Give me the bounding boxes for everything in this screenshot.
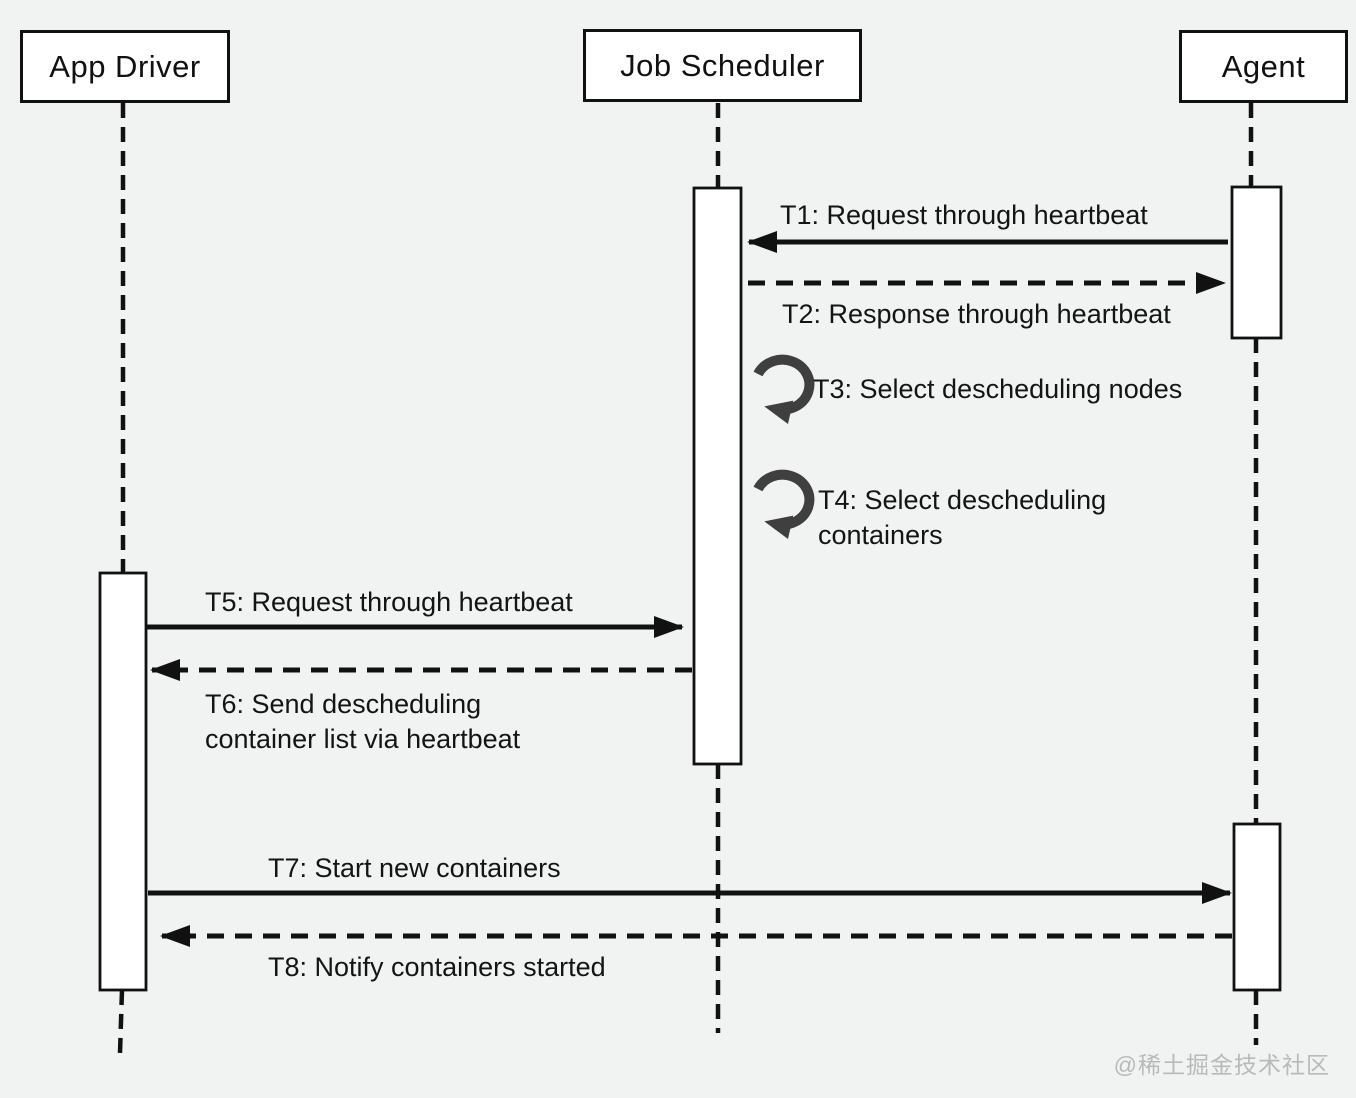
lifeline-app-driver-lower bbox=[117, 989, 125, 1054]
activation-job-scheduler bbox=[692, 186, 743, 766]
watermark-text: @稀土掘金技术社区 bbox=[1113, 1052, 1330, 1078]
message-label-t3: T3: Select descheduling nodes bbox=[813, 374, 1183, 404]
self-loop-icon-t3 bbox=[753, 354, 815, 424]
message-label-t4-line1: T4: Select descheduling bbox=[818, 485, 1107, 515]
actor-label-app-driver: App Driver bbox=[49, 48, 201, 84]
message-label-t6-line1: T6: Send descheduling bbox=[205, 689, 482, 719]
actor-label-job-scheduler: Job Scheduler bbox=[620, 47, 825, 83]
message-label-t8: T8: Notify containers started bbox=[268, 952, 606, 982]
actor-box-app-driver: App Driver bbox=[20, 30, 230, 103]
activation-agent-2 bbox=[1232, 822, 1282, 992]
actor-box-agent: Agent bbox=[1179, 30, 1348, 103]
messages-group bbox=[146, 231, 1232, 947]
self-loops-group bbox=[753, 354, 815, 539]
message-label-t1: T1: Request through heartbeat bbox=[780, 200, 1148, 230]
self-loop-icon-t4 bbox=[753, 469, 815, 539]
message-label-t7: T7: Start new containers bbox=[268, 853, 561, 883]
lifelines-group bbox=[117, 103, 1259, 1054]
activation-app-driver bbox=[98, 571, 148, 992]
actor-box-job-scheduler: Job Scheduler bbox=[583, 29, 862, 102]
activations-group bbox=[98, 185, 1283, 992]
message-label-t5: T5: Request through heartbeat bbox=[205, 587, 573, 617]
message-label-t4-line2: containers bbox=[818, 520, 943, 550]
actor-label-agent: Agent bbox=[1221, 48, 1306, 84]
message-label-t6-line2: container list via heartbeat bbox=[205, 724, 521, 754]
message-label-t4: T4: Select descheduling containers bbox=[818, 483, 1106, 553]
message-label-t6: T6: Send descheduling container list via… bbox=[205, 687, 520, 757]
activation-agent-1 bbox=[1230, 185, 1283, 340]
message-label-t2: T2: Response through heartbeat bbox=[782, 299, 1171, 329]
